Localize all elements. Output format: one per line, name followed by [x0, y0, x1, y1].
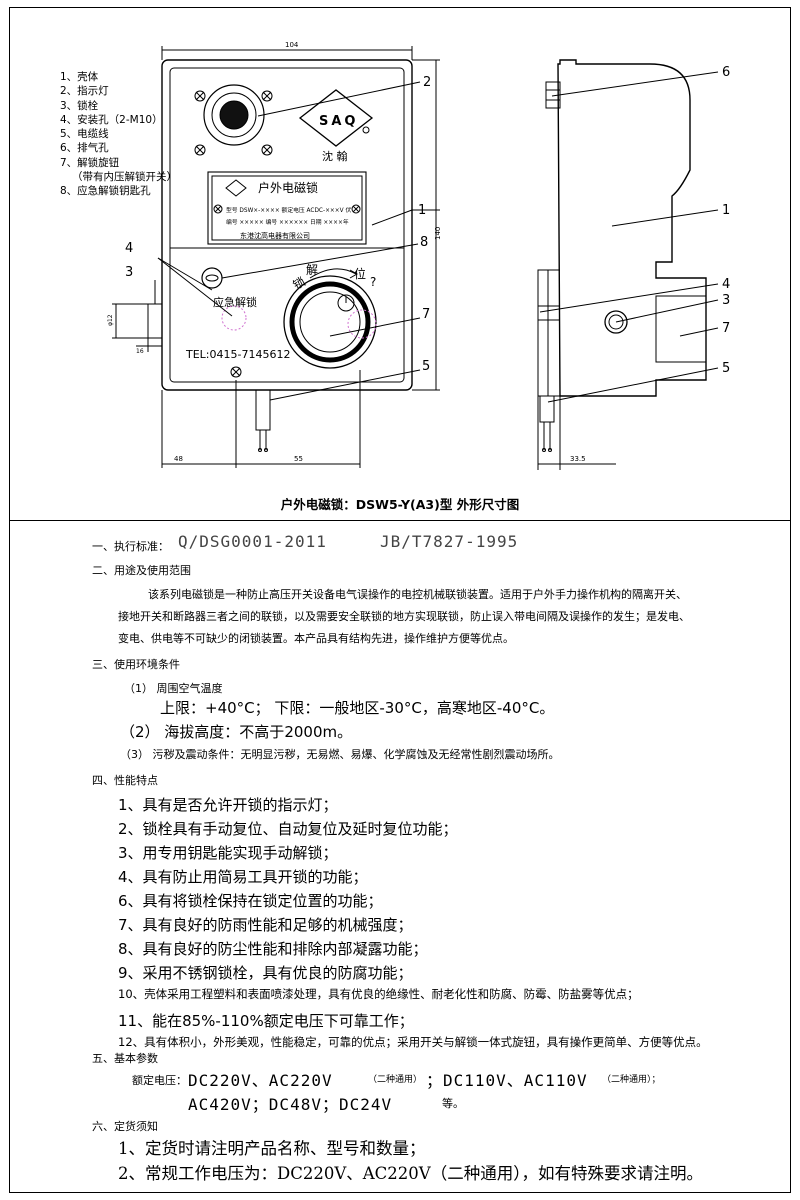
- legend-item: （带有内压解锁开关）: [72, 171, 177, 184]
- env-temperature: 上限：+40°C； 下限：一般地区-30°C，高寒地区-40°C。: [160, 699, 555, 717]
- unlock-label: 解: [306, 263, 318, 277]
- callout-7: 7: [422, 307, 430, 322]
- emergency-keyhole: [201, 267, 223, 289]
- callout-side-3: 3: [722, 293, 730, 308]
- indicator-lamp: [219, 100, 249, 130]
- front-view: 104 140 SAQ 沈 翰: [107, 41, 442, 468]
- env-item: （2） 海拔高度：不高于2000m。: [120, 723, 353, 741]
- screw-icon: [213, 204, 361, 214]
- section-3-title: 三、使用环境条件: [92, 658, 180, 671]
- legend-item: 5、电缆线: [60, 128, 109, 141]
- dim-48-label: 48: [174, 455, 183, 463]
- nameplate-title: 户外电磁锁: [258, 180, 318, 195]
- usage-paragraph-line: 变电、供电等不可缺少的闭锁装置。本产品具有结构先进，操作维护方便等优点。: [118, 632, 514, 645]
- callout-side-6: 6: [722, 65, 730, 80]
- callout-5: 5: [422, 359, 430, 374]
- callout-4: 4: [125, 241, 133, 256]
- logo-brand-text: 沈 翰: [322, 149, 348, 163]
- standard-1: Q/DSG0001-2011: [178, 532, 327, 551]
- figure-caption: 户外电磁锁：DSW5-Y(A3)型 外形尺寸图: [280, 497, 520, 512]
- feature-item: 1、具有是否允许开锁的指示灯；: [118, 796, 338, 814]
- drawing-sheet-border: [9, 7, 791, 1193]
- feature-item: 3、用专用钥匙能实现手动解锁；: [118, 844, 338, 862]
- section-5-title: 五、基本参数: [92, 1052, 158, 1065]
- voltage-note: （二种通用）；: [602, 1075, 661, 1085]
- usage-paragraph-line: 接地开关和断路器三者之间的联锁，以及需要安全联锁的地方实现联锁，防止误入带电间隔…: [118, 610, 690, 623]
- inspection-stamp-icon: [221, 305, 247, 331]
- voltage-label: 额定电压：: [132, 1074, 187, 1087]
- screw-icon: [194, 90, 273, 156]
- feature-item: 10、壳体采用工程塑料和表面喷漆处理，具有优良的绝缘性、耐老化性和防腐、防霉、防…: [118, 987, 639, 1001]
- section-4-title: 四、性能特点: [92, 774, 158, 787]
- parts-legend: 1、壳体 2、指示灯 3、锁栓 4、安装孔（2-M10） 5、电缆线 6、排气孔…: [60, 70, 177, 199]
- env-item: （3） 污秽及震动条件：无明显污秽，无易燃、易爆、化学腐蚀及无经常性剧烈震动场所…: [120, 748, 560, 761]
- section-6-title: 六、定货须知: [92, 1120, 158, 1133]
- usage-paragraph-line: 该系列电磁锁是一种防止高压开关设备电气误操作的电控机械联锁装置。适用于户外手力操…: [148, 588, 687, 601]
- dim-phi12-label: φ12: [107, 314, 114, 326]
- voltage-values: ；DC110V、AC110V: [426, 1071, 588, 1090]
- feature-item: 9、采用不锈钢锁栓，具有优良的防腐功能；: [118, 964, 413, 982]
- legend-item: 6、排气孔: [60, 142, 109, 155]
- housing-inner: [169, 67, 405, 383]
- side-housing-outline: [557, 59, 707, 397]
- feature-item: 6、具有将锁栓保持在锁定位置的功能；: [118, 892, 383, 910]
- callout-2: 2: [423, 75, 431, 90]
- dim-top-label: 104: [285, 41, 299, 49]
- lock-bolt: [147, 303, 163, 339]
- dim-height-label: 140: [434, 227, 442, 240]
- feature-item: 2、锁栓具有手动复位、自动复位及延时复位功能；: [118, 820, 458, 838]
- housing-outline: [161, 59, 413, 391]
- callout-8: 8: [420, 235, 428, 250]
- legend-item: 4、安装孔（2-M10）: [60, 113, 163, 126]
- brand-logo: SAQ 沈 翰: [298, 89, 374, 163]
- side-bracket: [537, 269, 560, 397]
- callout-3: 3: [125, 265, 133, 280]
- legend-item: 7、解锁旋钮: [60, 156, 120, 169]
- nameplate: 户外电磁锁 型号 DSW×-×××× 额定电压 ACDC-×××V 伏 编号 ×…: [207, 171, 367, 245]
- callout-side-1: 1: [722, 203, 730, 218]
- feature-item: 4、具有防止用简易工具开锁的功能；: [118, 868, 368, 886]
- feature-item: 8、具有良好的防尘性能和排除内部凝露功能；: [118, 940, 428, 958]
- callout-side-7: 7: [722, 321, 730, 336]
- dim-33-5-label: 33.5: [570, 455, 586, 463]
- reset-label: 位: [354, 266, 366, 281]
- voltage-values: DC220V、AC220V: [188, 1071, 333, 1090]
- nameplate-line2: 编号 ××××× 编号 ×××××× 日期 ××××年: [226, 218, 349, 226]
- telephone-label: TEL:0415-7145612: [185, 348, 290, 361]
- nameplate-line1: 型号 DSW×-×××× 额定电压 ACDC-×××V 伏: [226, 206, 351, 214]
- callout-side-5: 5: [722, 361, 730, 376]
- feature-item: 11、能在85%-110%额定电压下可靠工作；: [118, 1012, 414, 1030]
- callout-1: 1: [418, 203, 426, 218]
- order-note: 1、定货时请注明产品名称、型号和数量；: [118, 1139, 426, 1158]
- emergency-unlock-label: 应急解锁: [213, 295, 257, 309]
- legend-item: 2、指示灯: [60, 85, 109, 98]
- dim-55-label: 55: [294, 455, 303, 463]
- voltage-note: （二种通用）: [368, 1075, 423, 1085]
- legend-item: 1、壳体: [60, 71, 99, 83]
- order-note: 2、常规工作电压为：DC220V、AC220V（二种通用），如有特殊要求请注明。: [118, 1164, 703, 1183]
- env-item: （1） 周围空气温度: [124, 682, 223, 695]
- side-view: 33.5 6 1 4 3 7 5: [537, 59, 730, 470]
- section-divider: [9, 520, 791, 521]
- section-2-title: 二、用途及使用范围: [92, 564, 191, 577]
- side-lock-bolt: [604, 310, 628, 334]
- legend-item: 8、应急解锁钥匙孔: [60, 185, 151, 198]
- cable: [255, 389, 271, 431]
- side-cable: [539, 395, 555, 423]
- nameplate-company: 东港沈高电器有限公司: [240, 231, 310, 240]
- voltage-values: AC420V；DC48V；DC24V: [188, 1095, 393, 1114]
- dim-16-label: 16: [136, 348, 144, 355]
- section-1-title: 一、执行标准：: [92, 540, 169, 553]
- feature-item: 12、具有体积小，外形美观，性能稳定，可靠的优点；采用开关与解锁一体式旋钮，具有…: [118, 1035, 708, 1049]
- voltage-end: 等。: [442, 1097, 464, 1110]
- feature-item: 7、具有良好的防雨性能和足够的机械强度；: [118, 916, 413, 934]
- legend-item: 3、锁栓: [60, 99, 99, 112]
- unlock-knob: [283, 275, 377, 369]
- standard-2: JB/T7827-1995: [380, 532, 519, 551]
- screw-icon: [230, 366, 242, 378]
- technical-drawing: 104 140 SAQ 沈 翰: [107, 41, 730, 470]
- callout-side-4: 4: [722, 277, 730, 292]
- logo-letters: SAQ: [319, 114, 358, 129]
- svg-text:?: ?: [370, 275, 376, 289]
